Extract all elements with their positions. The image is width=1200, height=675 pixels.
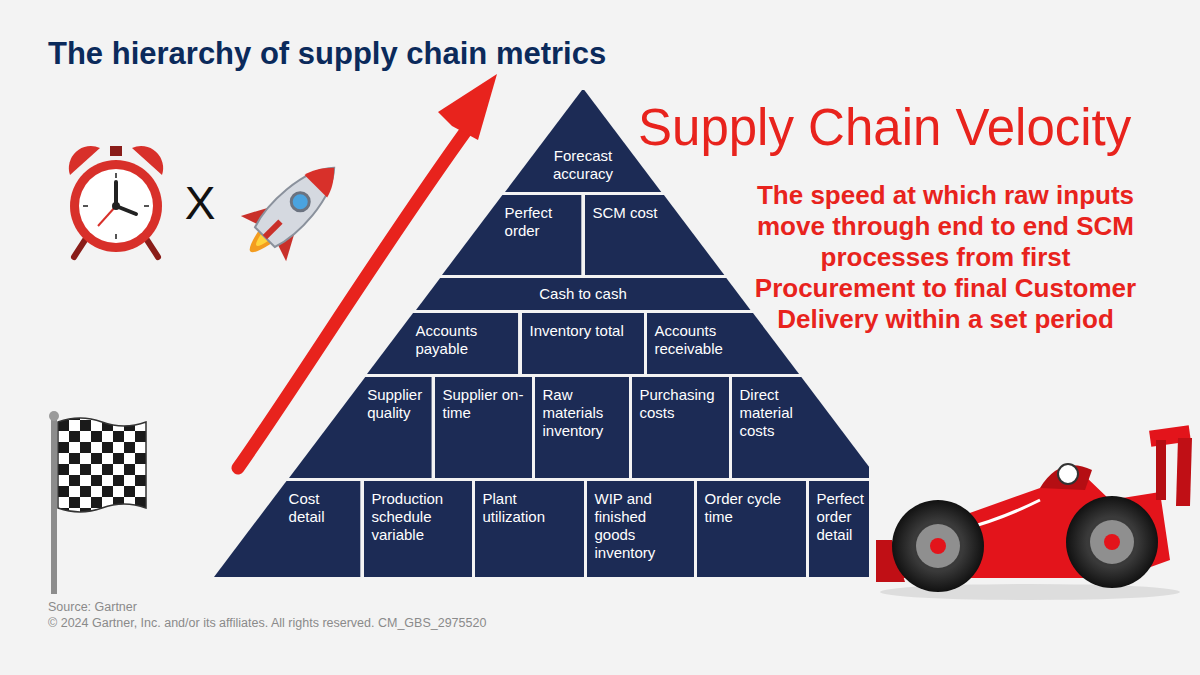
metric-cell: Inventory total	[522, 313, 644, 374]
metric-label: Order cycle time	[705, 490, 800, 526]
cell-fill	[809, 481, 869, 577]
cell-fill	[535, 377, 629, 478]
cell-fill	[632, 377, 729, 478]
metric-cell: Cost detail	[214, 481, 360, 577]
title: The hierarchy of supply chain metrics	[48, 36, 606, 72]
cell-fill	[364, 481, 472, 577]
metric-cell: WIP and finished goods inventory	[587, 481, 694, 577]
metric-cell: Purchasing costs	[632, 377, 729, 478]
cell-fill	[732, 377, 869, 478]
metric-label: Production schedule variable	[372, 490, 466, 544]
definition: The speed at which raw inputs move throu…	[738, 180, 1153, 335]
source-note: Source: Gartner	[48, 600, 448, 615]
metric-cell: Direct material costs	[732, 377, 869, 478]
cell-fill	[522, 313, 644, 374]
cell-fill	[289, 377, 432, 478]
cell-fill	[475, 481, 584, 577]
metric-cell: Raw materials inventory	[535, 377, 629, 478]
metric-label: Direct material costs	[740, 386, 801, 440]
metric-label: Supplier on-time	[443, 386, 526, 422]
metric-cell: Accounts receivable	[647, 313, 799, 374]
metric-label: Cost detail	[289, 490, 355, 526]
cell-fill	[435, 377, 532, 478]
metric-label: Purchasing costs	[640, 386, 723, 422]
metric-label: Plant utilization	[483, 490, 578, 526]
headline: Supply Chain Velocity	[638, 100, 1198, 156]
metric-label: Accounts payable	[415, 322, 512, 358]
cell-shape	[214, 481, 360, 577]
race-car-icon	[876, 425, 1192, 600]
rocket-icon	[228, 145, 357, 274]
metric-cell: Cash to cash	[416, 278, 750, 310]
cell-fill	[647, 313, 799, 374]
metric-cell: Supplier quality	[289, 377, 432, 478]
copyright-note: © 2024 Gartner, Inc. and/or its affiliat…	[48, 616, 648, 631]
metric-label: Raw materials inventory	[543, 386, 623, 440]
metric-cell: Plant utilization	[475, 481, 584, 577]
metric-cell: Supplier on-time	[435, 377, 532, 478]
metric-cell: Accounts payable	[367, 313, 518, 374]
metric-label: Accounts receivable	[655, 322, 753, 358]
metric-label: Cash to cash	[473, 285, 693, 303]
metric-cell: Forecast accuracy	[505, 90, 661, 192]
cell-fill	[585, 195, 724, 275]
metric-label: Perfect order	[505, 204, 576, 240]
metric-label: SCM cost	[593, 204, 664, 222]
cell-fill	[697, 481, 806, 577]
metric-label: WIP and finished goods inventory	[595, 490, 688, 562]
cell-fill	[214, 481, 360, 577]
checkered-flag-icon	[49, 411, 146, 594]
metric-cell: SCM cost	[585, 195, 724, 275]
metric-cell: Order cycle time	[697, 481, 806, 577]
cell-fill	[505, 90, 661, 192]
metric-label: Perfect order detail	[817, 490, 863, 544]
metric-label: Supplier quality	[367, 386, 425, 422]
alarm-clock-icon	[69, 146, 163, 257]
metric-cell: Perfect order detail	[809, 481, 869, 577]
metric-label: Forecast accuracy	[538, 147, 628, 183]
cell-fill	[416, 278, 750, 310]
metric-label: Inventory total	[530, 322, 638, 340]
cell-fill	[442, 195, 581, 275]
metric-cell: Perfect order	[442, 195, 581, 275]
cell-fill	[367, 313, 518, 374]
metric-cell: Production schedule variable	[364, 481, 472, 577]
multiply-sign: X	[180, 178, 220, 229]
cell-fill	[587, 481, 694, 577]
